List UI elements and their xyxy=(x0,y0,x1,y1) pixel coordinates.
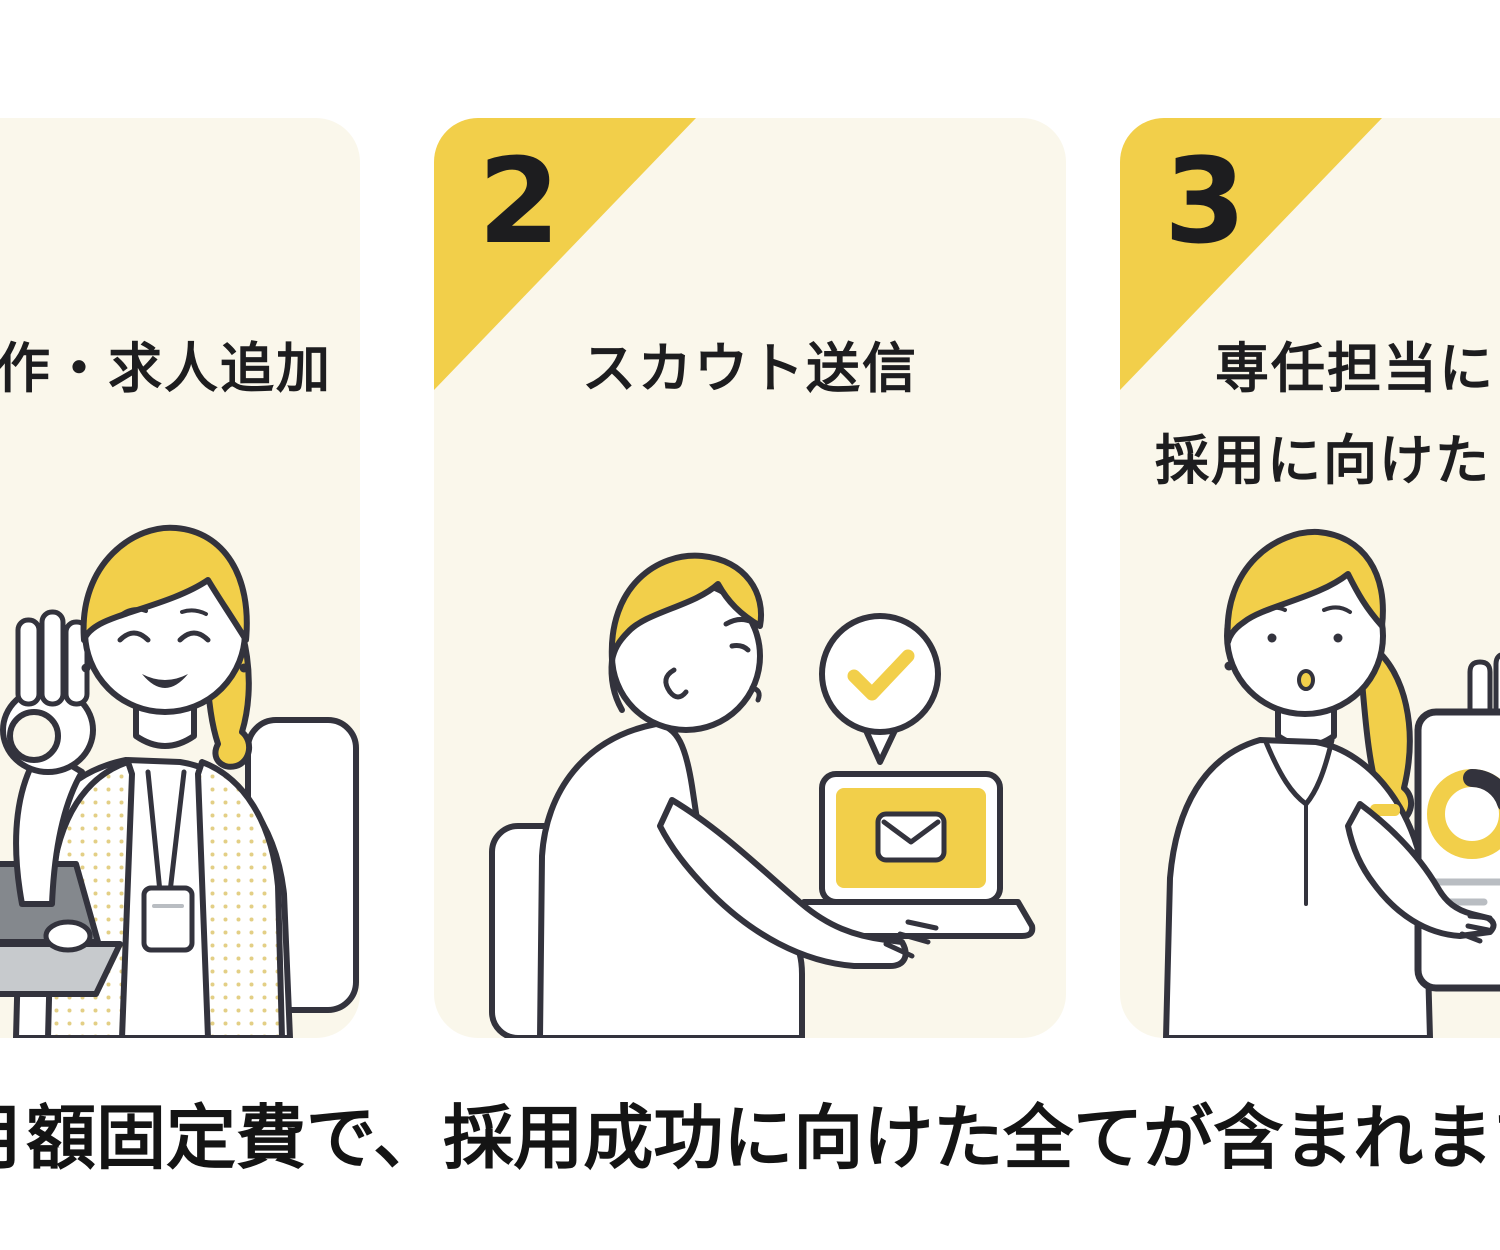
gesture-arm xyxy=(1345,801,1497,939)
mouth xyxy=(749,685,762,703)
open-mouth xyxy=(1297,669,1315,691)
eyebrow xyxy=(723,616,755,627)
eyebrows xyxy=(1256,605,1352,616)
envelope-icon xyxy=(875,811,947,863)
finger xyxy=(15,617,42,707)
check-bubble-icon xyxy=(819,613,941,735)
donut-chart-segment xyxy=(1463,769,1500,810)
earring xyxy=(81,663,91,673)
id-badge-icon xyxy=(141,885,195,953)
step3-title-line1: 専任担当に xyxy=(1215,337,1495,400)
pocket-accent xyxy=(1370,804,1400,816)
keyboard-icon xyxy=(0,941,123,997)
eye xyxy=(729,643,751,653)
jacket-lapels xyxy=(1263,737,1335,807)
step-number: 3 xyxy=(1164,132,1247,270)
step-card-2: 2 スカウト送信 xyxy=(434,118,1066,1038)
eye xyxy=(1267,633,1277,643)
ear xyxy=(663,667,689,700)
step1-illustration xyxy=(0,524,359,1038)
step-number: 2 xyxy=(478,132,561,270)
typing-arm xyxy=(657,797,909,969)
envelope-flap xyxy=(881,819,941,845)
step1-title: 作・求人追加 xyxy=(0,337,332,400)
vest-right-panel xyxy=(195,759,285,1038)
smile xyxy=(142,674,188,688)
typing-hand xyxy=(43,919,93,953)
step-card-1: 作・求人追加 xyxy=(0,118,360,1038)
finger xyxy=(39,609,66,707)
step-card-3: 3 専任担当に 採用に向けた xyxy=(1120,118,1500,1038)
ok-ring xyxy=(7,709,61,763)
hair-strand xyxy=(608,657,625,713)
step3-illustration xyxy=(1163,528,1500,1038)
step2-illustration xyxy=(489,552,1036,1038)
step2-title: スカウト送信 xyxy=(582,337,918,400)
check-mark-icon xyxy=(847,649,915,701)
eyebrows xyxy=(120,607,208,616)
raised-hand xyxy=(1467,652,1500,721)
step3-title-line2: 採用に向けた xyxy=(1155,429,1491,492)
closed-eyes xyxy=(117,630,211,643)
bottom-caption: 月額固定費で、採用成功に向けた全てが含まれます xyxy=(0,1097,1500,1179)
hand-fingers xyxy=(883,919,939,959)
hair xyxy=(1224,528,1386,645)
earring xyxy=(1224,661,1234,671)
earring xyxy=(239,663,249,673)
gesture-fingers xyxy=(1459,913,1493,944)
lanyard xyxy=(145,769,187,895)
eye xyxy=(1333,633,1343,643)
finger xyxy=(63,619,90,707)
